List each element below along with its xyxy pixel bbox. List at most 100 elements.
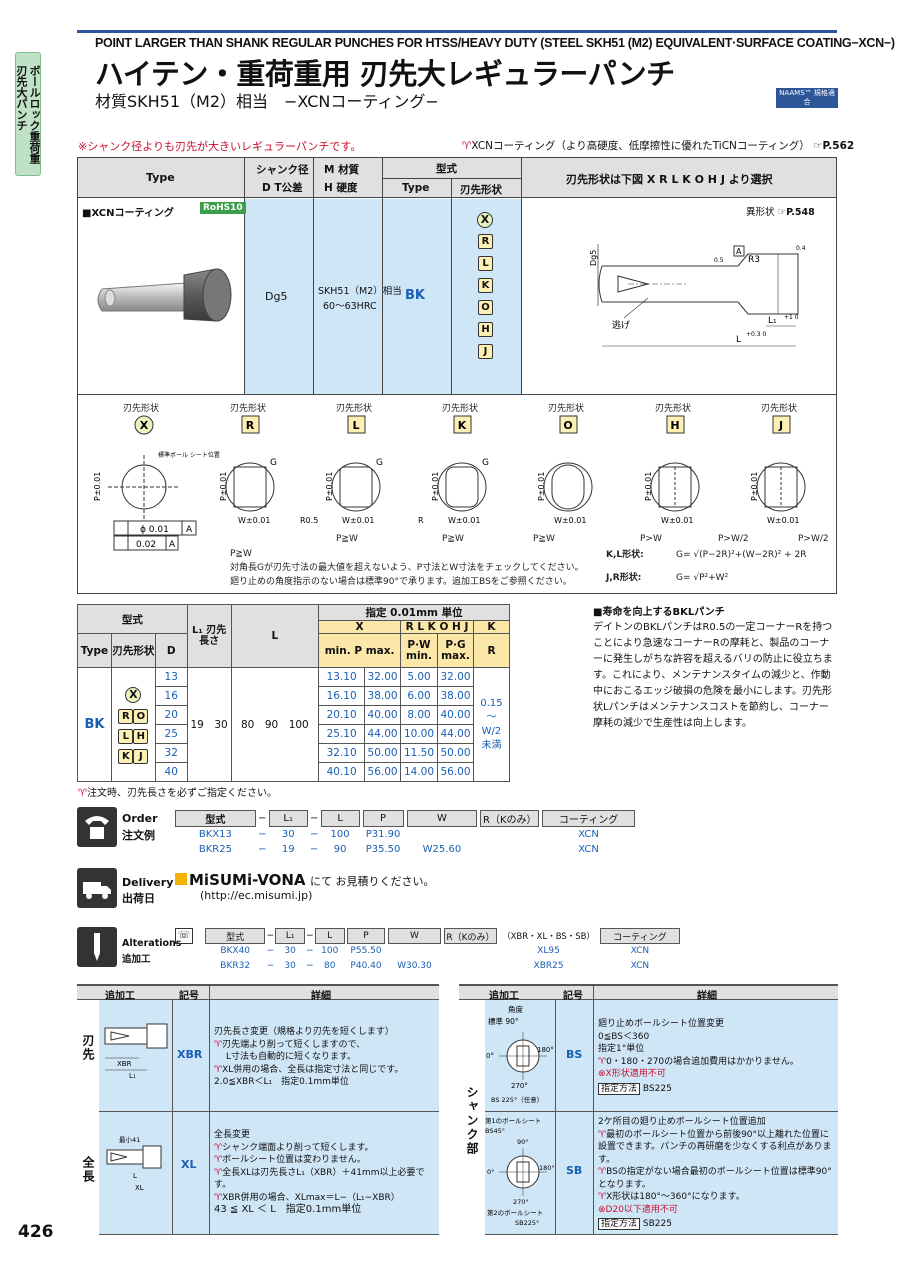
size-shape-h: H [133, 729, 149, 744]
alt-left-h-proc: 追加工 [105, 991, 135, 1002]
shape-x-drawing [108, 455, 197, 551]
cond-h: P>W/2 [718, 534, 749, 544]
shape-note-2: 廻り止めの角度指示のない場合は標準90°で承ります。追加工BSをご参照ください。 [230, 575, 572, 587]
table-row: BKX40− 30− 100 P55.50 XL95 XCN [206, 944, 680, 959]
col-shape-select: 刃先形状は下図 X R L K O H J より選択 [566, 173, 773, 186]
d-label: Dg5 [589, 250, 598, 266]
l-p-tol: P±0.01 [325, 472, 334, 501]
l-tolerance: +0.3 0 [746, 331, 766, 338]
xl-line: 全長XLは刃先長さL₁（XBR）＋41mm以上必要です。 [214, 1167, 425, 1191]
alt-table-left: 追加工 記号 詳細 刃先 全長 XBR L₁ XBR 刃先長さ変更（規格より刃先… [77, 986, 439, 1235]
shape-x-badge: X [477, 212, 493, 228]
xl-line: シャンク端面より削って短くします。 [222, 1142, 374, 1153]
sb-fig-second: 第2のボールシート [487, 1208, 543, 1217]
o-w-tol: W±0.01 [554, 516, 586, 525]
english-title: POINT LARGER THAN SHANK REGULAR PUNCHES … [95, 36, 895, 50]
alt-model: BKR32 [220, 961, 251, 971]
alt-cat-shank: シャンク部 [465, 1086, 479, 1156]
delivery-line: MiSUMi-VONA にて お見積りください。 [175, 871, 434, 889]
order-coating: XCN [578, 828, 599, 840]
japanese-title: ハイテン・重荷重用 刃先大レギュラーパンチ [95, 57, 675, 91]
size-r-range: 0.15 〜 W/2 未満 [472, 667, 511, 782]
special-shape: 異形状 ☞P.548 [746, 207, 815, 218]
shape-k-drawing [437, 462, 487, 512]
r3-label: R3 [748, 255, 760, 265]
l-w-tol: W±0.01 [342, 516, 374, 525]
table-row: BKX13− 30− 100 P31.90 XCN [176, 827, 635, 842]
sb-line: 2ケ所目の廻り止めボールシート位置追加 [598, 1117, 766, 1127]
shape-o-badge: O [478, 300, 493, 315]
xbr-line: L寸法も自動的に短くなります。 [226, 1052, 357, 1062]
sb-fig-180: 180° [539, 1164, 555, 1172]
shank-note: ※シャンク径よりも刃先が大きいレギュラーパンチです。 [78, 140, 362, 153]
order-h-p: P [362, 810, 404, 827]
size-h-minp: min. P max. [318, 633, 402, 668]
xbr-detail: 刃先長さ変更（規格より刃先を短くします） ♈刃先端より削って短くしますので、 L… [214, 1026, 403, 1089]
k-p-tol: P±0.01 [431, 472, 440, 501]
tip-icon: ♈ [214, 1167, 223, 1178]
page-ref-icon: ☞ [813, 140, 823, 152]
xl-line: ボールシート位置は変わりません。 [222, 1155, 366, 1165]
size-pg: 50.00 [437, 743, 474, 763]
alt-left-h-detail: 詳細 [311, 991, 331, 1002]
formula-jr: G= √P²+W² [676, 572, 729, 583]
size-pw: 6.00 [400, 686, 438, 706]
alt-h-r: R（Kのみ） [443, 928, 498, 944]
size-pmax: 44.00 [364, 724, 402, 744]
shape-o-label: 刃先形状 [548, 402, 584, 414]
tip-icon: ♈ [214, 1192, 223, 1203]
order-l: 100 [330, 828, 350, 840]
alt-code-sb: SB [566, 1164, 583, 1177]
alt-l: 80 [324, 961, 336, 971]
cond-l: P≧W [442, 534, 464, 544]
alt-l1: 30 [284, 961, 296, 971]
size-h-type: Type [77, 633, 112, 668]
j-w-tol: W±0.01 [767, 516, 799, 525]
formula-kl: G= √(P−2R)²+(W−2R)² + 2R [676, 549, 807, 560]
alt-code-xl: XL [181, 1158, 197, 1171]
size-h-pw: P·W min. [400, 633, 438, 668]
shape-list: X R L K O H J [477, 212, 495, 359]
alt-h-p: P [346, 928, 386, 944]
size-l1-values: 19 30 [186, 667, 232, 782]
shape-j-label: 刃先形状 [761, 402, 797, 414]
size-pg: 40.00 [437, 705, 474, 725]
size-d: 16 [154, 686, 188, 706]
alt-p: P40.40 [350, 961, 382, 971]
alt-left-h-code: 記号 [179, 991, 199, 1002]
size-table: 型式 L₁ 刃先長さ L 指定 0.01mm 単位 X R L K O H J … [77, 604, 511, 782]
side-tab-label: ボールロック重荷重 刃先大パンチ [15, 64, 41, 164]
size-h-l: L [230, 604, 320, 668]
order-w: W25.60 [422, 843, 462, 855]
shape-o-drawing [543, 462, 593, 512]
bs-fig-0: 0° [486, 1052, 494, 1060]
delivery-label-jp: 出荷日 [122, 892, 155, 905]
size-h-shape: 刃先形状 [110, 633, 156, 668]
xl-line: XBR併用の場合、XLmax＝L−（L₁−XBR） [222, 1192, 400, 1203]
datum-a: A [186, 525, 193, 535]
shapes-panel: 刃先形状 刃先形状 刃先形状 刃先形状 刃先形状 刃先形状 刃先形状 X R L… [77, 394, 837, 594]
l1-tolerance: +1 0 [784, 314, 799, 321]
sb-fig-first: 第1のボールシート [485, 1116, 541, 1125]
shape-j-letter: J [778, 419, 783, 432]
size-shape-j: J [133, 749, 149, 764]
size-h-unit: 指定 0.01mm 単位 [318, 604, 510, 621]
xl-line: 43 ≦ XL ＜ L 指定0.1mm単位 [214, 1204, 362, 1215]
xl-detail: 全長変更 ♈シャンク端面より削って短くします。 ♈ボールシート位置は変わりません… [214, 1129, 439, 1217]
delivery-url[interactable]: (http://ec.misumi.jp) [200, 889, 313, 902]
alt-h-l1: L₁ [275, 928, 305, 944]
shape-r-drawing [225, 462, 275, 512]
cond-r: P≧W [336, 534, 358, 544]
shape-h-letter: H [670, 419, 679, 432]
size-type: BK [77, 667, 112, 782]
size-h-model: 型式 [77, 604, 188, 634]
size-pw: 14.00 [400, 762, 438, 782]
shape-k-label: 刃先形状 [442, 402, 478, 414]
l-r05-label: R0.5 [300, 516, 318, 525]
alt-h-model: 型式 [204, 928, 266, 944]
size-pg: 32.00 [437, 667, 474, 687]
table-row: BKR25− 19− 90 P35.50 W25.60 XCN [176, 842, 635, 857]
sb-fig-bs45: BS45° [485, 1127, 505, 1135]
tip-icon: ♈ [598, 1056, 607, 1067]
spec-table: Type シャンク径 D T公差 M 材質 H 硬度 型式 Type 刃先形状 … [77, 157, 837, 395]
